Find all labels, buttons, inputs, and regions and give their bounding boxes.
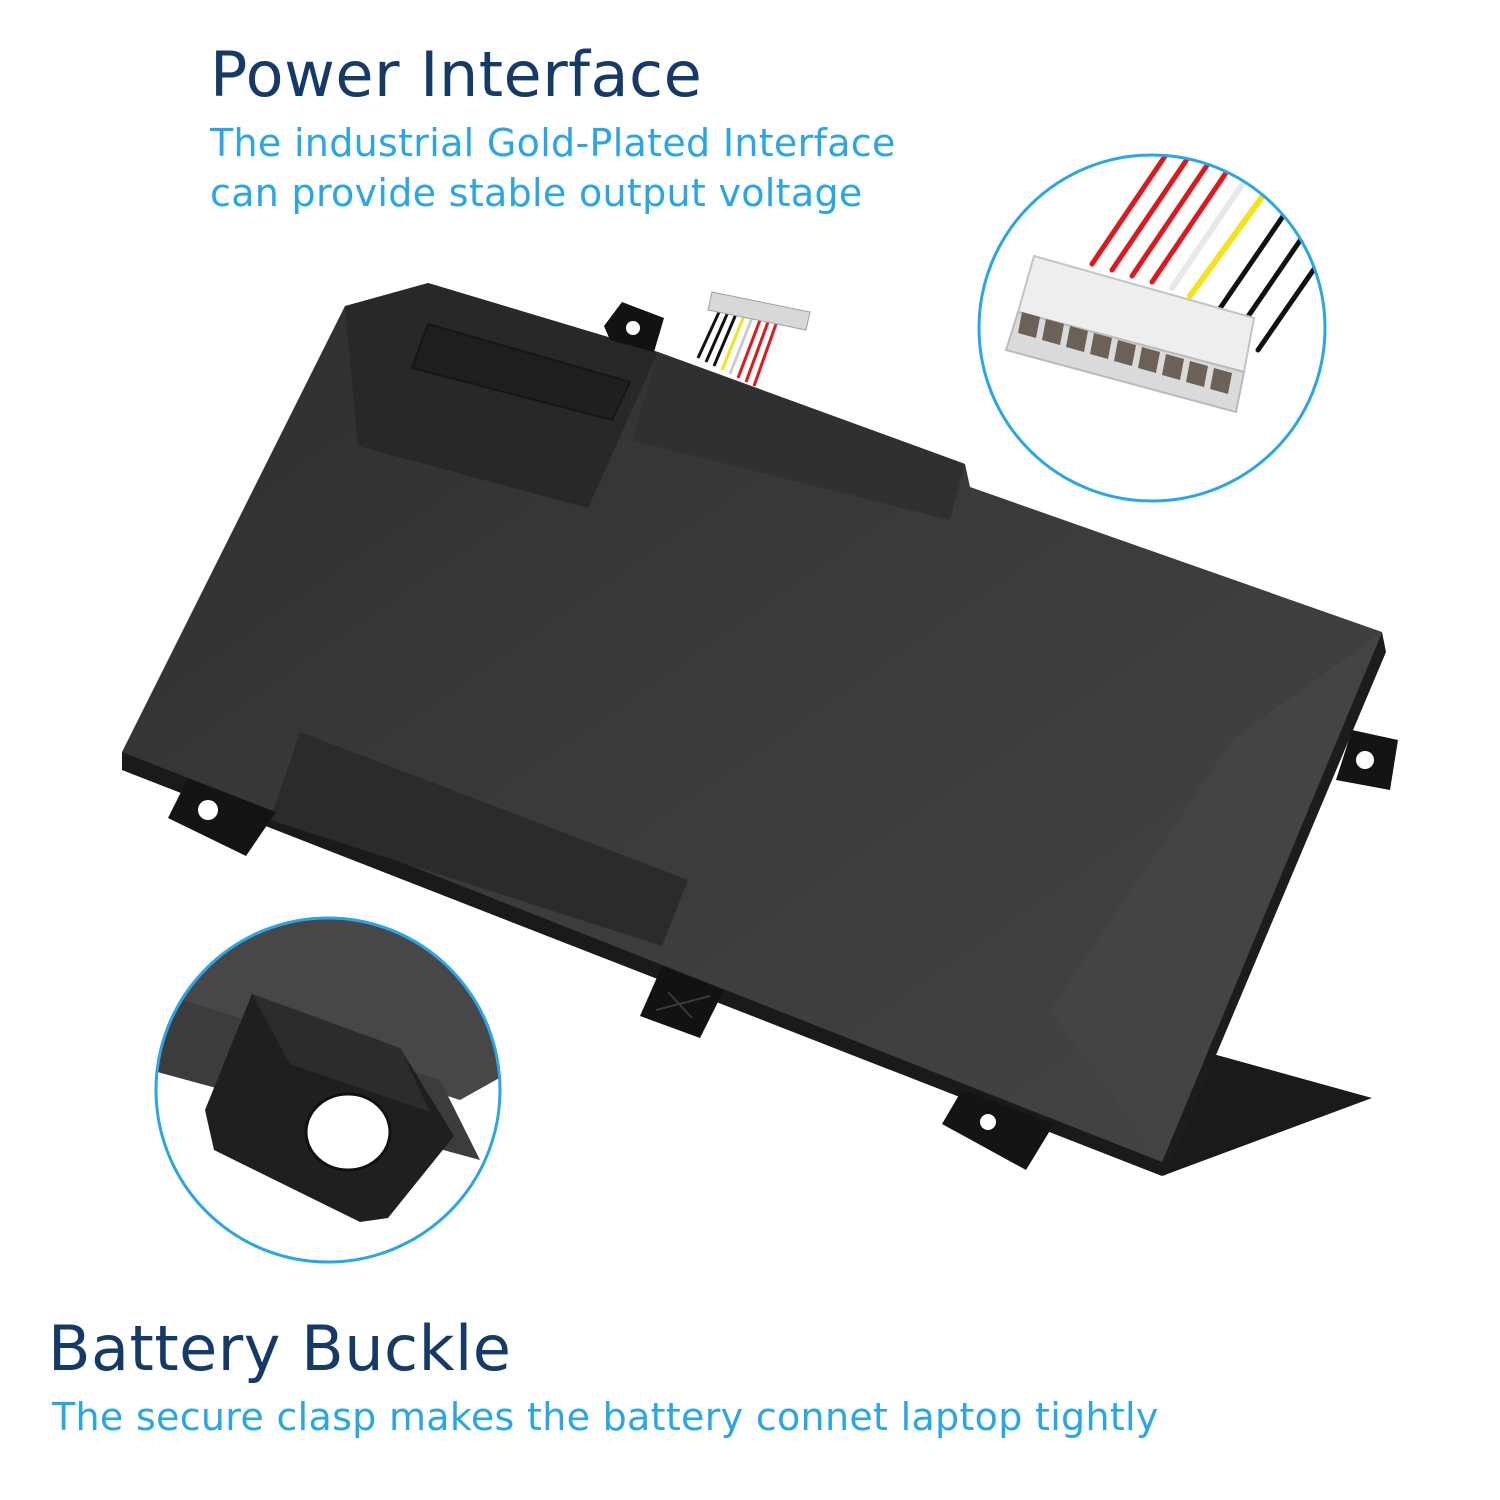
mounting-tab-top: [604, 302, 664, 352]
battery-buckle-description: The secure clasp makes the battery conne…: [52, 1392, 1159, 1442]
battery-tape-right: [1050, 632, 1382, 1162]
battery-buckle-title: Battery Buckle: [48, 1312, 512, 1385]
battery-body: [122, 283, 1382, 1162]
buckle-hole: [304, 1092, 392, 1172]
mounting-tab-bottom-right: [942, 1090, 1054, 1170]
mounting-tab-left: [168, 778, 276, 856]
mounting-tab-bottom-middle: [640, 966, 724, 1038]
power-interface-description-line-1: The industrial Gold-Plated Interface: [210, 121, 896, 165]
battery-tape-bottom: [270, 732, 688, 946]
power-interface-title: Power Interface: [210, 38, 703, 111]
buckle-zoom-circle: [154, 916, 502, 1264]
power-interface-description-line-2: can provide stable output voltage: [210, 171, 863, 215]
battery-buckle-description-line: The secure clasp makes the battery conne…: [52, 1395, 1159, 1439]
connector-housing: [1004, 254, 1256, 414]
mounting-tab-right: [1336, 730, 1398, 790]
battery-pack: [122, 283, 1386, 1176]
battery-label-recess: [410, 322, 632, 422]
battery-connector: [696, 291, 811, 387]
battery-right-edge: [1160, 632, 1386, 1176]
power-interface-description: The industrial Gold-Plated Interface can…: [210, 118, 896, 218]
connector-zoom-circle: [977, 153, 1327, 503]
battery-tape-top-right: [632, 352, 965, 520]
